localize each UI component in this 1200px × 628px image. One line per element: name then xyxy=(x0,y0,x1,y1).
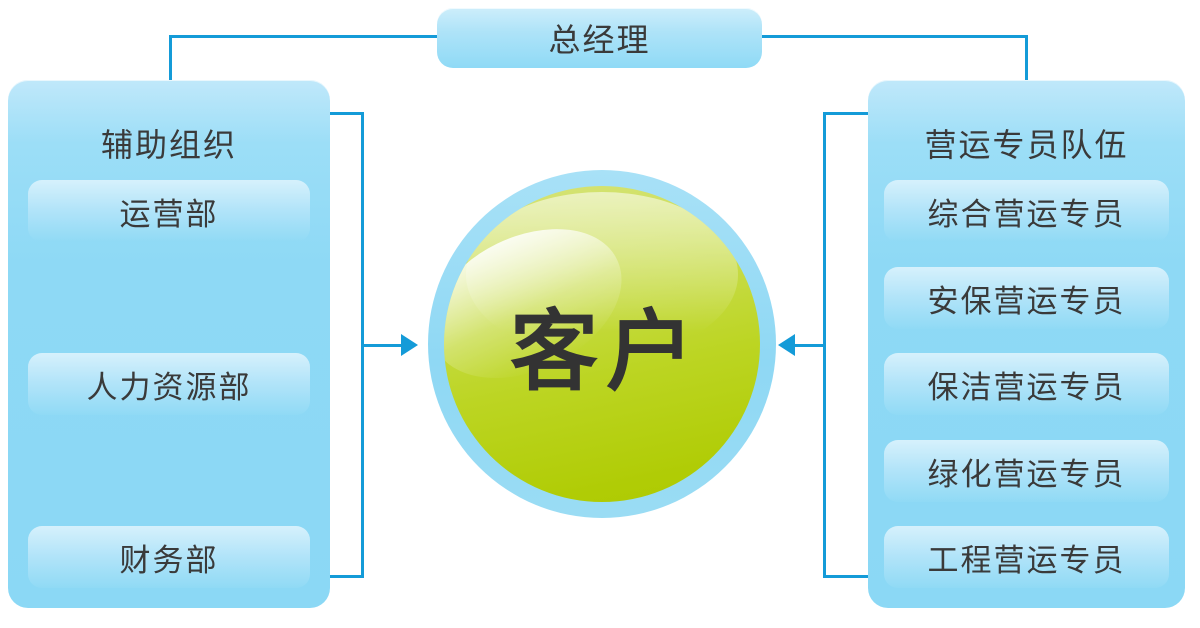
connector-top-right-vertical xyxy=(1025,35,1028,82)
right-bracket-bottom xyxy=(823,575,868,578)
specialist-greening-box: 绿化营运专员 xyxy=(884,440,1169,502)
dept-finance-box: 财务部 xyxy=(28,526,310,588)
specialist-comprehensive-label: 综合营运专员 xyxy=(927,196,1126,232)
specialist-engineering-box: 工程营运专员 xyxy=(884,526,1169,588)
auxiliary-organization-title: 辅助组织 xyxy=(100,127,237,163)
general-manager-box: 总经理 xyxy=(437,8,762,68)
left-bracket-bottom xyxy=(330,575,364,578)
dept-operations-label: 运营部 xyxy=(119,196,219,232)
left-arrow-line xyxy=(364,344,403,347)
connector-top-right-horizontal xyxy=(761,35,1028,38)
operations-specialist-team-title: 营运专员队伍 xyxy=(924,127,1129,163)
dept-human-resources-label: 人力资源部 xyxy=(86,369,252,405)
connector-top-left-vertical xyxy=(169,35,172,82)
right-arrow-icon xyxy=(778,334,795,356)
specialist-security-box: 安保营运专员 xyxy=(884,267,1169,329)
operations-specialist-team-panel: 营运专员队伍 综合营运专员 安保营运专员 保洁营运专员 绿化营运专员 工程营运专… xyxy=(868,80,1185,608)
left-arrow-icon xyxy=(401,334,418,356)
specialist-security-label: 安保营运专员 xyxy=(927,283,1126,319)
customer-sphere: 客户 xyxy=(444,186,760,502)
dept-operations-box: 运营部 xyxy=(28,180,310,242)
right-bracket-top xyxy=(823,112,868,115)
left-bracket-top xyxy=(330,112,364,115)
specialist-comprehensive-box: 综合营运专员 xyxy=(884,180,1169,242)
connector-top-left-horizontal xyxy=(169,35,438,38)
auxiliary-organization-panel: 辅助组织 运营部 人力资源部 财务部 xyxy=(8,80,330,608)
specialist-engineering-label: 工程营运专员 xyxy=(927,542,1126,578)
specialist-cleaning-label: 保洁营运专员 xyxy=(927,369,1126,405)
right-arrow-line xyxy=(795,344,826,347)
specialist-greening-label: 绿化营运专员 xyxy=(927,456,1126,492)
left-bracket-vertical xyxy=(361,112,364,578)
specialist-cleaning-box: 保洁营运专员 xyxy=(884,353,1169,415)
customer-label: 客户 xyxy=(509,301,702,401)
customer-sphere-ring: 客户 xyxy=(428,170,776,518)
dept-finance-label: 财务部 xyxy=(119,542,219,578)
dept-human-resources-box: 人力资源部 xyxy=(28,353,310,415)
general-manager-label: 总经理 xyxy=(548,22,651,58)
